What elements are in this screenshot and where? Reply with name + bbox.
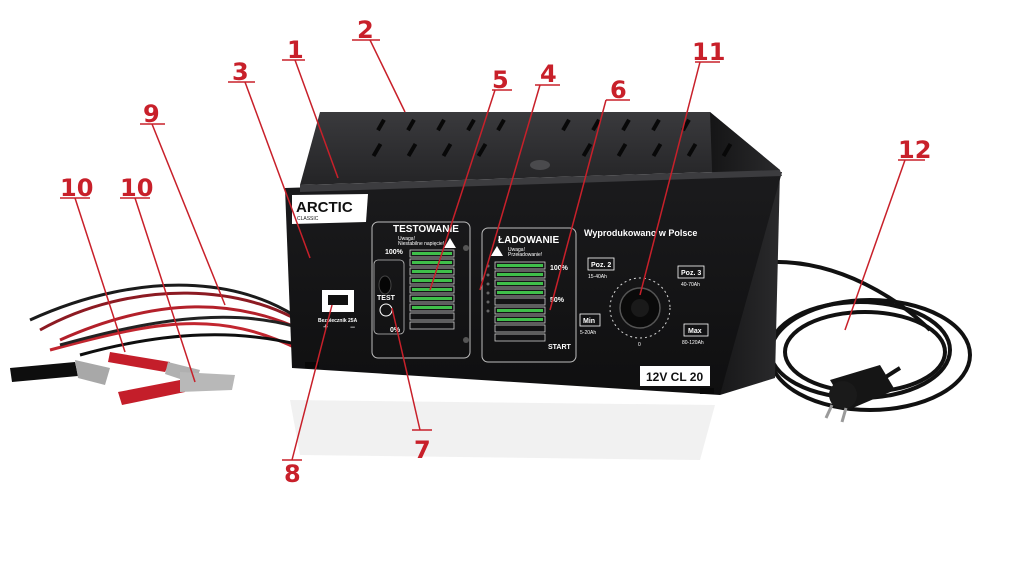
indicator-led-top [463,245,469,251]
poz2-label: Poz. 2 [591,262,611,269]
callout-4: 4 [540,60,557,88]
testing-panel: TESTOWANIE Uwaga! Niestabilne napięcie! … [371,221,471,359]
max-label: Max [688,328,702,335]
charging-start-label: START [548,344,572,351]
callout-9: 9 [143,100,160,128]
callout-10-b: 10 [120,174,153,202]
charging-warning-1: Uwaga! [508,247,525,253]
minus-sign: − [350,322,355,332]
made-in-label: Wyprodukowano w Polsce [584,228,697,238]
min-label: Min [583,318,595,325]
charging-led-bar [494,261,546,342]
knob-center [631,299,649,317]
dial-scale [609,277,671,339]
warning-icon [444,238,456,248]
test-button[interactable] [378,275,392,295]
charging-panel: ŁADOWANIE Uwaga! Przeładowanie! 100% 50%… [481,227,577,363]
callout-numbers: 1 2 3 4 5 6 7 8 9 10 10 11 12 [60,16,931,488]
testing-warning-2: Niestabilne napięcie! [398,241,444,247]
testing-led-bar [409,249,455,330]
charging-title: ŁADOWANIE [498,235,559,246]
callout-lines [60,39,925,461]
callout-2: 2 [357,16,374,44]
foot-right [700,388,714,394]
brand-name: ARCTIC [296,199,353,216]
callout-6: 6 [610,76,627,104]
charging-50-label: 50% [550,297,565,304]
callout-11: 11 [692,38,725,66]
charging-warning-2: Przeładowanie! [508,252,542,258]
testing-100-label: 100% [385,249,404,256]
brand-plate: ARCTIC CLASSIC [292,194,368,224]
charging-side-dots [486,264,490,313]
brand-sub: CLASSIC [297,216,319,222]
power-plug [824,365,895,423]
callout-12: 12 [898,136,931,164]
poz3-label: Poz. 3 [681,270,701,277]
callout-8: 8 [284,460,301,488]
testing-0-label: 0% [390,327,401,334]
poz3-range: 40-70Ah [681,282,700,288]
case-top-edge [300,170,782,192]
testing-warning-1: Uwaga! [398,236,415,242]
warning-icon-charging [491,246,503,256]
floor-reflection [290,400,715,460]
callout-3: 3 [232,58,249,86]
callout-5: 5 [492,66,509,94]
battery-cables [29,283,332,357]
model-plate: 12V CL 20 [640,366,710,386]
min-range: 5-20Ah [580,330,596,336]
indicator-led-bottom [463,337,469,343]
callout-7: 7 [414,436,431,464]
current-selector: Poz. 2 15-40Ah Poz. 3 40-70Ah Min 5-20Ah… [579,257,709,348]
foot-left [305,362,319,368]
fuse-label: Bezpiecznik 25A [318,318,358,324]
black-clamp [10,360,110,385]
testing-title: TESTOWANIE [393,224,459,235]
max-range: 80-120Ah [682,340,704,346]
charging-100-label: 100% [550,265,569,272]
case-top [300,112,780,185]
ventilation-slots [371,118,733,170]
model-label: 12V CL 20 [646,370,703,384]
test-button-label: TEST [377,295,396,302]
callout-1: 1 [287,36,304,64]
callout-10-a: 10 [60,174,93,202]
dial-zero: 0 [638,342,641,348]
poz2-range: 15-40Ah [588,274,607,280]
